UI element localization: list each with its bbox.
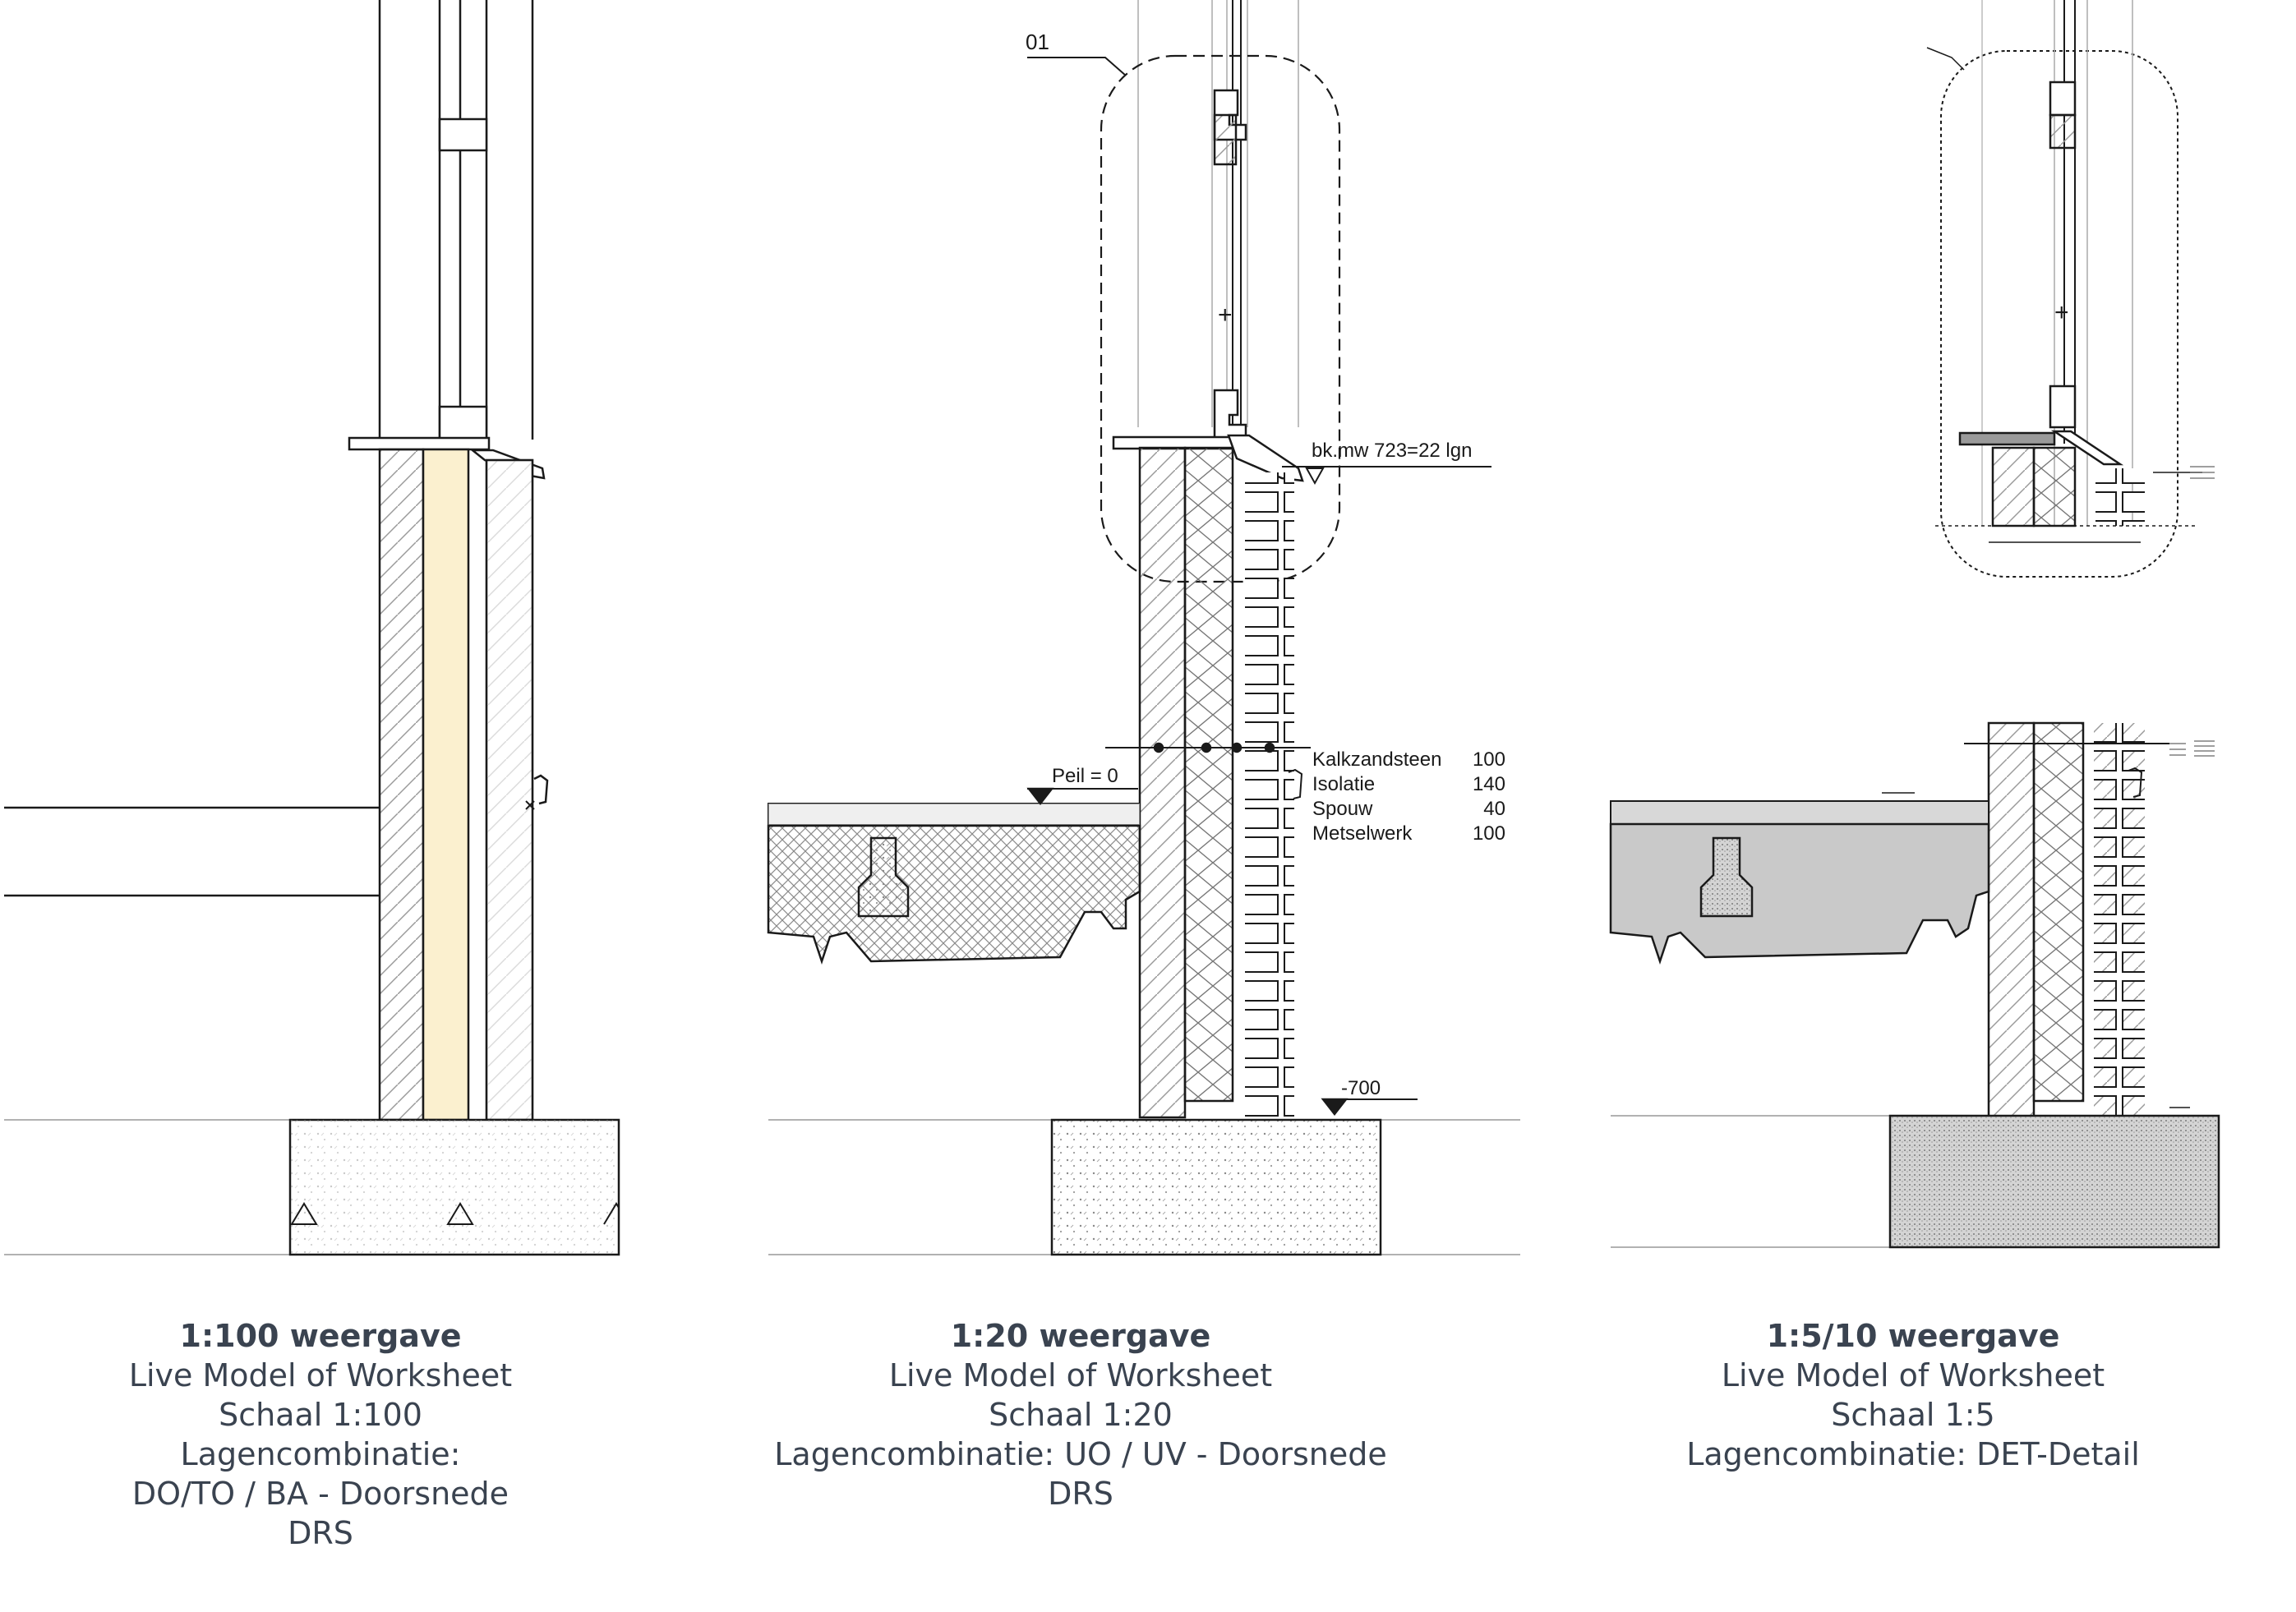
svg-text:+: +	[1218, 302, 1233, 329]
caption-1: 1:100 weergave Live Model of Worksheet S…	[0, 1316, 698, 1553]
layer-name: Kalkzandsteen	[1312, 748, 1441, 771]
caption-scale: Schaal 1:20	[989, 1397, 1173, 1433]
caption-layers: Lagencombinatie: UO / UV - Doorsnede DRS	[774, 1436, 1387, 1512]
panel-2-labels: 01 bk.mw 723=22 lgn Peil = 0 -700 Kalkza…	[1026, 30, 1505, 1099]
panel-1-drawing	[4, 0, 620, 1256]
caption-3: 1:5/10 weergave Live Model of Worksheet …	[1535, 1316, 2291, 1474]
sill-note: bk.mw 723=22 lgn	[1312, 440, 1472, 462]
caption-source: Live Model of Worksheet	[888, 1357, 1273, 1393]
caption-title: 1:20 weergave	[950, 1318, 1211, 1354]
svg-text:+: +	[2054, 299, 2069, 326]
foundation-level-label: -700	[1341, 1077, 1381, 1099]
layer-value: 100	[1473, 748, 1505, 771]
caption-layers: Lagencombinatie: DO/TO / BA - Doorsnede …	[131, 1436, 509, 1551]
caption-scale: Schaal 1:5	[1831, 1397, 1995, 1433]
caption-scale: Schaal 1:100	[219, 1397, 422, 1433]
layer-name: Isolatie	[1312, 773, 1375, 795]
caption-2: 1:20 weergave Live Model of Worksheet Sc…	[703, 1316, 1459, 1513]
panel-2-drawing: +	[767, 0, 1520, 1256]
caption-layers: Lagencombinatie: DET-Detail	[1686, 1436, 2140, 1472]
caption-title: 1:100 weergave	[179, 1318, 462, 1354]
layer-value: 40	[1483, 798, 1505, 820]
layer-value: 140	[1473, 773, 1505, 795]
caption-source: Live Model of Worksheet	[1721, 1357, 2105, 1393]
caption-source: Live Model of Worksheet	[128, 1357, 513, 1393]
caption-title: 1:5/10 weergave	[1766, 1318, 2060, 1354]
panel-3-drawing: +	[1609, 0, 2220, 1249]
layer-name: Spouw	[1312, 798, 1373, 820]
layer-name: Metselwerk	[1312, 822, 1413, 845]
callout-label: 01	[1026, 30, 1049, 54]
layer-value: 100	[1473, 822, 1505, 845]
peil-label: Peil = 0	[1052, 765, 1118, 787]
